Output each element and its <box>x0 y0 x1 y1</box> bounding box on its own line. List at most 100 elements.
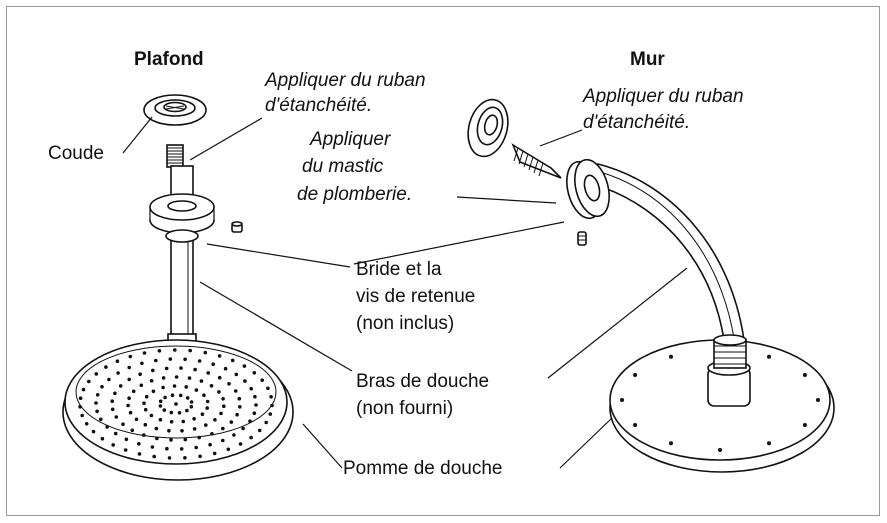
ceiling-title: Plafond <box>134 49 204 70</box>
spray-nozzle <box>139 383 144 388</box>
spray-nozzle <box>212 451 217 456</box>
faceplate-screw <box>802 423 807 427</box>
spray-nozzle <box>123 448 128 452</box>
spray-nozzle <box>167 456 172 460</box>
spray-nozzle <box>158 404 163 408</box>
spray-nozzle <box>213 418 217 422</box>
spray-nozzle <box>194 388 199 392</box>
wall-shower-head <box>609 334 835 473</box>
spray-nozzle <box>91 429 96 434</box>
spray-nozzle <box>144 394 149 399</box>
spray-nozzle <box>113 391 117 396</box>
spray-nozzle <box>107 377 111 382</box>
spray-nozzle <box>217 375 222 380</box>
spray-nozzle <box>81 387 86 392</box>
spray-nozzle <box>174 402 178 406</box>
spray-nozzle <box>270 403 274 408</box>
spray-nozzle <box>219 411 223 416</box>
spray-nozzle <box>95 409 99 414</box>
spray-nozzle <box>184 385 188 389</box>
spray-nozzle <box>268 412 273 416</box>
spray-nozzle <box>177 411 182 415</box>
arm-line2: (non fourni) <box>356 398 454 419</box>
spray-nozzle <box>183 456 187 460</box>
spray-nozzle <box>229 420 234 424</box>
spray-nozzle <box>198 454 202 459</box>
spray-nozzle <box>169 438 173 442</box>
tape-wall-line2: d'étanchéité. <box>583 112 691 133</box>
flange-line3: (non inclus) <box>356 313 455 334</box>
spray-nozzle <box>95 393 100 397</box>
spray-nozzle <box>157 349 162 353</box>
spray-nozzle <box>170 393 175 398</box>
spray-nozzle <box>78 405 82 409</box>
tape-wall-line1: Appliquer du ruban <box>583 86 744 107</box>
spray-nozzle <box>150 445 155 449</box>
spray-nozzle <box>124 437 129 442</box>
spray-nozzle <box>180 429 184 433</box>
ceiling-shower-head <box>62 333 294 481</box>
spray-nozzle <box>127 377 131 382</box>
spray-nozzle <box>174 375 179 379</box>
head-label: Pomme de douche <box>343 458 503 479</box>
spray-nozzle <box>254 403 258 407</box>
spray-nozzle <box>78 396 83 401</box>
spray-nozzle <box>87 379 91 384</box>
faceplate-screw <box>633 373 638 377</box>
spray-nozzle <box>189 404 194 409</box>
ceiling-set-screw <box>231 221 243 233</box>
spray-nozzle <box>243 379 247 383</box>
faceplate-screw <box>669 354 673 359</box>
spray-nozzle <box>142 351 147 355</box>
spray-nozzle <box>134 417 139 422</box>
spray-nozzle <box>206 371 210 375</box>
spray-nozzle <box>252 371 257 375</box>
spray-nozzle <box>130 428 135 433</box>
spray-nozzle <box>126 403 130 408</box>
spray-nozzle <box>192 417 196 421</box>
spray-nozzle <box>149 379 154 383</box>
spray-nozzle <box>115 359 120 364</box>
spray-nozzle <box>222 404 226 409</box>
spray-nozzle <box>238 442 243 446</box>
spray-nozzle <box>253 394 257 399</box>
spray-nozzle <box>226 447 231 452</box>
spray-nozzle <box>185 396 190 400</box>
spray-nozzle <box>158 399 163 404</box>
faceplate-screw <box>802 373 807 377</box>
spray-nozzle <box>204 423 208 427</box>
spray-nozzle <box>179 447 184 451</box>
spray-nozzle <box>221 397 225 401</box>
spray-nozzle <box>137 452 142 456</box>
spray-nozzle <box>183 437 188 442</box>
spray-nozzle <box>217 390 221 394</box>
spray-nozzle <box>266 386 270 391</box>
spray-nozzle <box>161 376 166 380</box>
tape-ceiling-line1: Appliquer du ruban <box>265 70 426 91</box>
spray-nozzle <box>211 362 215 367</box>
wall-title: Mur <box>630 49 665 70</box>
spray-nozzle <box>249 386 253 391</box>
spray-nozzle <box>181 419 186 424</box>
spray-nozzle <box>99 417 103 422</box>
spray-nozzle <box>163 395 167 400</box>
spray-nozzle <box>210 432 214 436</box>
wall-elbow <box>467 98 509 158</box>
spray-nozzle <box>237 396 242 401</box>
spray-nozzle <box>152 454 156 459</box>
spray-nozzle <box>248 419 252 424</box>
spray-nozzle <box>137 442 141 446</box>
spray-nozzle <box>143 422 148 427</box>
spray-nozzle <box>128 410 133 415</box>
spray-nozzle <box>161 385 165 390</box>
spray-nozzle <box>197 359 202 363</box>
spray-nozzle <box>94 401 98 405</box>
spray-nozzle <box>187 376 192 380</box>
spray-nozzle <box>80 413 84 418</box>
spray-nozzle <box>223 366 228 371</box>
spray-nozzle <box>168 357 173 361</box>
faceplate-screw <box>767 441 771 446</box>
spray-nozzle <box>227 382 231 386</box>
spray-nozzle <box>221 426 225 431</box>
